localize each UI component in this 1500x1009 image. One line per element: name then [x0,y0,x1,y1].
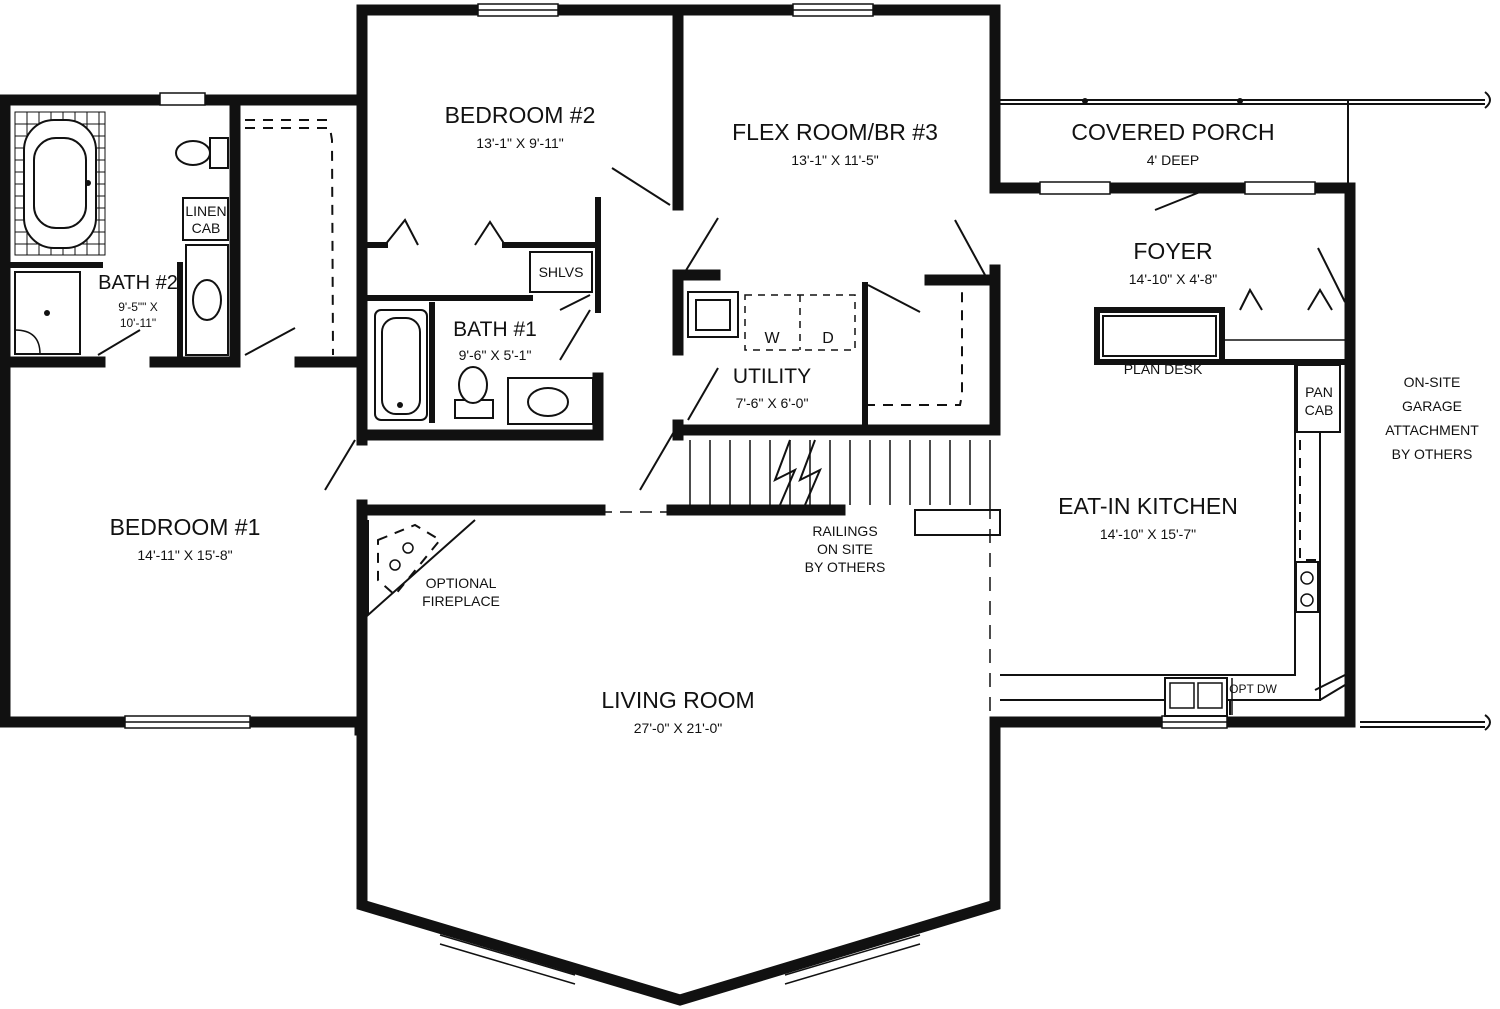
sink-icon [527,387,569,417]
room-label-bedroom2: BEDROOM #2 13'-1" X 9'-11" [445,102,596,151]
room-label-bedroom1: BEDROOM #1 14'-11" X 15'-8" [110,514,261,563]
fireplace-label-1: OPTIONAL [426,575,497,591]
room-label-flex: FLEX ROOM/BR #3 13'-1" X 11'-5" [732,119,938,168]
garage-label-2: GARAGE [1402,398,1462,414]
stairs [600,439,1001,715]
garage-label-1: ON-SITE [1404,374,1461,390]
interior-walls [0,4,1356,516]
toilet-icon [175,137,229,169]
room-label-utility: UTILITY 7'-6" X 6'-0" [733,365,811,411]
room-label-bath2: BATH #2 9'-5"" X 10'-11" [98,272,178,330]
room-label-bath1: BATH #1 9'-6" X 5'-1" [453,318,537,363]
plan-desk-label: PLAN DESK [1124,361,1203,377]
room-label-foyer: FOYER 14'-10" X 4'-8" [1129,238,1217,287]
bath1-fixtures [374,251,594,425]
room-label-living: LIVING ROOM 27'-0" X 21'-0" [601,687,754,736]
toilet-icon [454,366,494,419]
porch-name: COVERED PORCH [1071,119,1274,145]
linen-label-1: LINEN [185,203,226,219]
foyer-dims: 14'-10" X 4'-8" [1129,271,1217,287]
bath1-name: BATH #1 [453,318,537,341]
fireplace-label-2: FIREPLACE [422,593,500,609]
railings-label-3: BY OTHERS [805,559,886,575]
shelves-label: SHLVS [539,264,584,280]
bedroom1-dims: 14'-11" X 15'-8" [137,547,232,563]
bedroom2-name: BEDROOM #2 [445,102,596,128]
railings-label-2: ON SITE [817,541,873,557]
pan-cab-label-2: CAB [1305,402,1334,418]
fireplace [367,519,476,618]
bath1-dims: 9'-6" X 5'-1" [459,347,532,363]
range-icon [1295,561,1319,613]
living-room-name: LIVING ROOM [601,687,754,713]
pantry-cabinet [1296,364,1341,433]
bath2-dims-2: 10'-11" [120,316,156,330]
garage-label-3: ATTACHMENT [1385,422,1479,438]
utility-fixtures [687,285,963,406]
bath2-name: BATH #2 [98,272,178,294]
flex-room-dims: 13'-1" X 11'-5" [791,152,878,168]
kitchen-name: EAT-IN KITCHEN [1058,493,1238,519]
dryer-label: D [822,330,834,347]
door-swings [97,167,1346,491]
living-room-dims: 27'-0" X 21'-0" [634,720,722,736]
pan-cab-label-1: PAN [1305,384,1333,400]
opt-dw-label: OPT DW [1229,682,1277,696]
notes: LINEN CAB SHLVS W D PLAN DESK PAN CAB OP… [185,203,1479,696]
bedroom2-dims: 13'-1" X 9'-11" [476,135,563,151]
bath2-fixtures [14,111,334,356]
flex-room-name: FLEX ROOM/BR #3 [732,119,938,145]
sink-icon [1164,677,1228,717]
shelves-box [529,251,593,293]
bath2-dims-1: 9'-5"" X [118,300,158,314]
windows [124,3,1316,985]
utility-dims: 7'-6" X 6'-0" [736,395,809,411]
sink-icon [192,279,222,321]
room-label-porch: COVERED PORCH 4' DEEP [1071,119,1274,168]
porch [1000,91,1491,731]
utility-name: UTILITY [733,365,811,388]
washer-label: W [764,330,780,347]
room-label-kitchen: EAT-IN KITCHEN 14'-10" X 15'-7" [1058,493,1238,542]
foyer-name: FOYER [1133,238,1212,264]
linen-label-2: CAB [192,220,221,236]
linen-cabinet [182,197,229,241]
kitchen-dims: 14'-10" X 15'-7" [1100,526,1196,542]
kitchen-fixtures [1000,315,1346,717]
bedroom1-name: BEDROOM #1 [110,514,261,540]
railings-label-1: RAILINGS [812,523,877,539]
porch-dims: 4' DEEP [1147,152,1199,168]
garage-label-4: BY OTHERS [1392,446,1473,462]
